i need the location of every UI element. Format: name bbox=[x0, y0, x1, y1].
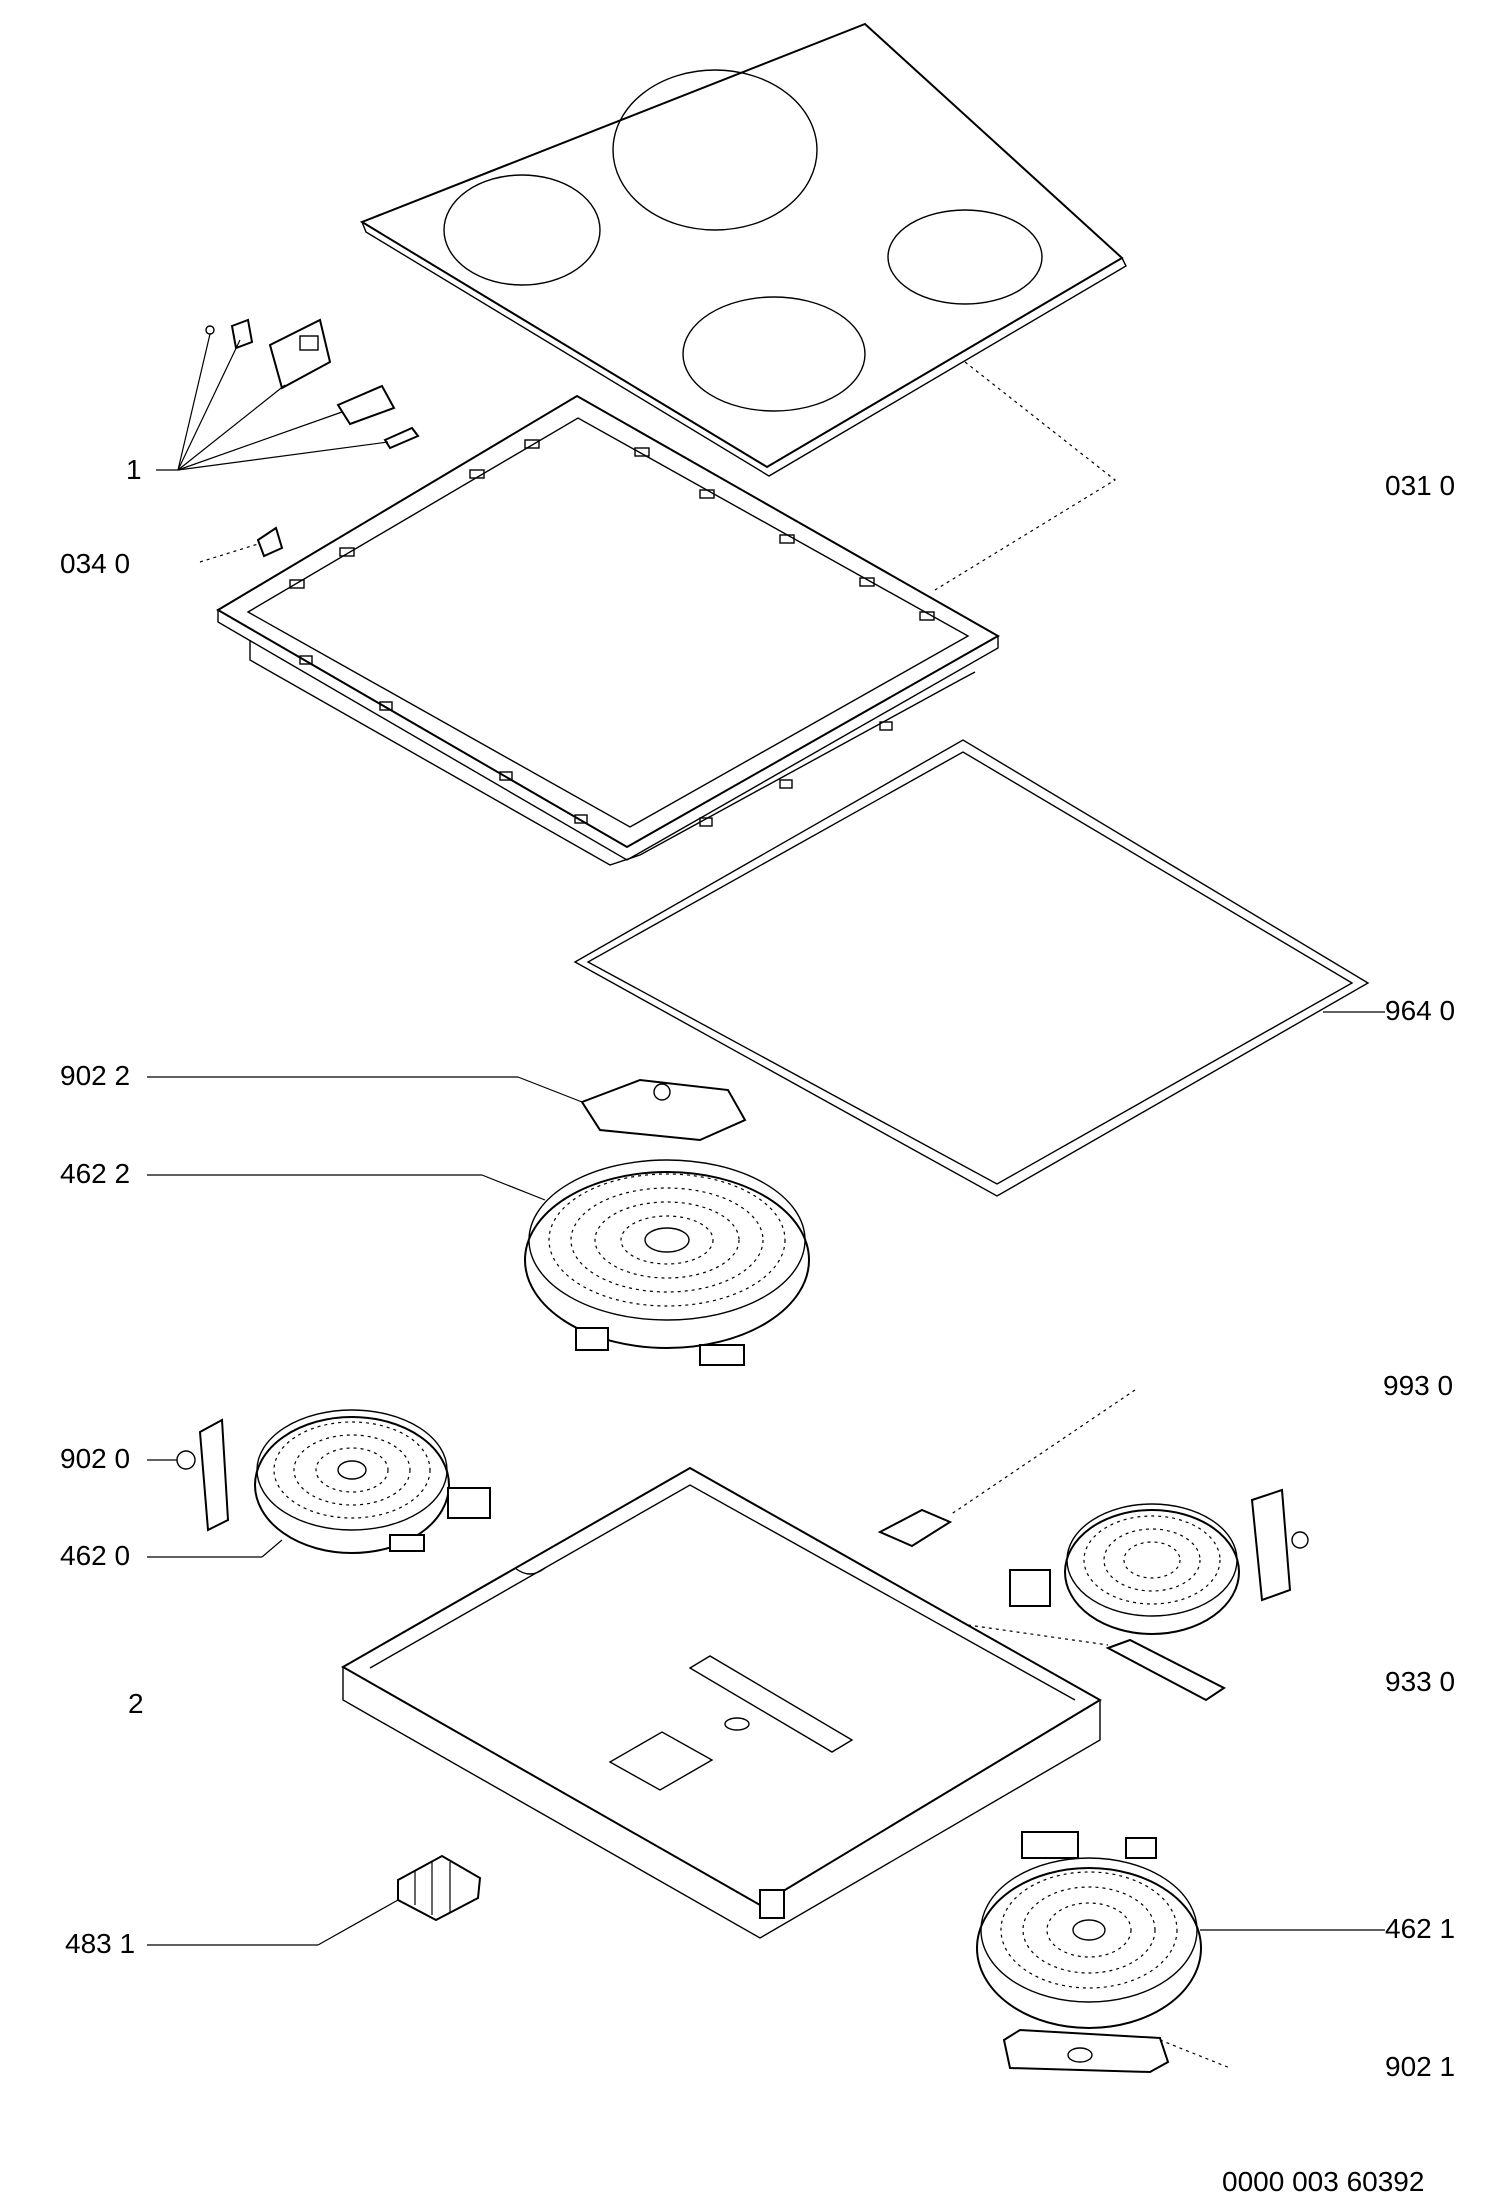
cooktop-frame bbox=[216, 394, 1001, 866]
leader-lines bbox=[147, 333, 1385, 2069]
radiant-heater-462-1 bbox=[976, 1831, 1202, 2029]
terminal-block-483-1 bbox=[397, 1854, 482, 1922]
bracket-902-1 bbox=[1002, 2028, 1170, 2074]
cooking-zone-large bbox=[612, 69, 818, 231]
gasket-seal bbox=[573, 739, 1370, 1197]
label-031-0: 031 0 bbox=[1385, 470, 1456, 501]
label-902-2: 902 2 bbox=[60, 1060, 131, 1091]
radiant-heater-right bbox=[1009, 1488, 1309, 1635]
document-number: 0000 003 60392 bbox=[1222, 2166, 1425, 2197]
radiant-heater-462-0 bbox=[254, 1409, 491, 1554]
part-933-0 bbox=[1105, 1638, 1226, 1702]
label-2: 2 bbox=[128, 1688, 144, 1719]
glass-ceramic-top bbox=[359, 22, 1127, 477]
small-fixing-parts bbox=[205, 318, 420, 558]
radiant-heater-462-2 bbox=[524, 1159, 810, 1366]
label-964-0: 964 0 bbox=[1385, 995, 1456, 1026]
bracket-902-0 bbox=[176, 1418, 230, 1532]
label-933-0: 933 0 bbox=[1385, 1666, 1456, 1697]
bracket-902-2 bbox=[580, 1078, 747, 1142]
label-993-0: 993 0 bbox=[1383, 1370, 1454, 1401]
bottom-tray bbox=[340, 1466, 1102, 1939]
label-902-1: 902 1 bbox=[1385, 2051, 1456, 2082]
label-483-1: 483 1 bbox=[65, 1928, 136, 1959]
label-462-1: 462 1 bbox=[1385, 1913, 1456, 1944]
cooking-zone-left bbox=[443, 174, 601, 286]
cooking-zone-right bbox=[887, 209, 1043, 305]
label-462-0: 462 0 bbox=[60, 1540, 131, 1571]
label-1: 1 bbox=[126, 454, 142, 485]
label-034-0: 034 0 bbox=[60, 548, 131, 579]
label-902-0: 902 0 bbox=[60, 1443, 131, 1474]
cooking-zone-front bbox=[682, 296, 866, 412]
sensor-993-0 bbox=[877, 1508, 953, 1548]
frame-clips bbox=[289, 439, 935, 827]
label-462-2: 462 2 bbox=[60, 1158, 131, 1189]
